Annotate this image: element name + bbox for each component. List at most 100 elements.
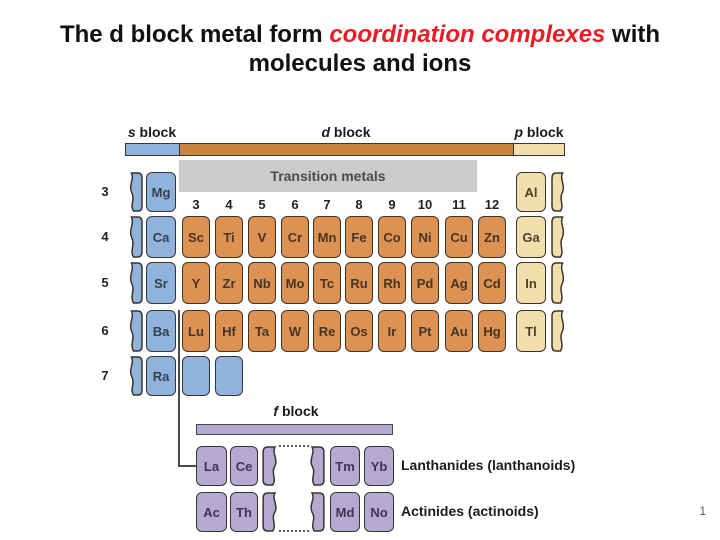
s-block-bar-segment xyxy=(126,144,179,155)
element-cell-yb: Yb xyxy=(364,446,394,486)
group-number-9: 9 xyxy=(388,197,396,212)
element-cell-zn: Zn xyxy=(478,216,506,258)
element-cell-sr: Sr xyxy=(146,262,176,304)
element-cell-ac: Ac xyxy=(196,492,227,532)
period7-empty-cell-2 xyxy=(215,356,243,396)
slide-title: The d block metal form coordination comp… xyxy=(0,20,720,79)
element-cell-cd: Cd xyxy=(478,262,506,304)
torn-cell-s-period-3 xyxy=(127,172,143,212)
element-cell-ga: Ga xyxy=(516,216,546,258)
p-block-label: p block xyxy=(514,124,564,140)
element-cell-ni: Ni xyxy=(411,216,439,258)
element-cell-fe: Fe xyxy=(345,216,373,258)
group-number-7: 7 xyxy=(323,197,331,212)
title-highlight: coordination complexes xyxy=(329,21,606,48)
lanthanides-caption: Lanthanides (lanthanoids) xyxy=(401,457,576,473)
page-number: 1 xyxy=(699,504,706,518)
torn-cell-s-period-6 xyxy=(127,310,143,352)
d-block-bar-segment xyxy=(179,144,514,155)
period-number-3: 3 xyxy=(101,184,109,199)
element-cell-zr: Zr xyxy=(215,262,243,304)
element-cell-ti: Ti xyxy=(215,216,243,258)
element-cell-ca: Ca xyxy=(146,216,176,258)
torn-cell-s-period-5 xyxy=(127,262,143,304)
torn-cell-p-period-4 xyxy=(551,216,567,258)
element-cell-pd: Pd xyxy=(411,262,439,304)
element-cell-hf: Hf xyxy=(215,310,243,352)
actinides-caption: Actinides (actinoids) xyxy=(401,503,539,519)
s-block-label: s block xyxy=(127,124,177,140)
element-cell-tc: Tc xyxy=(313,262,341,304)
element-cell-mo: Mo xyxy=(281,262,309,304)
p-block-bar-segment xyxy=(514,144,564,155)
group-number-11: 11 xyxy=(452,197,466,212)
element-cell-nb: Nb xyxy=(248,262,276,304)
element-cell-tm: Tm xyxy=(330,446,360,486)
period-number-5: 5 xyxy=(101,275,109,290)
element-cell-rh: Rh xyxy=(378,262,406,304)
element-cell-co: Co xyxy=(378,216,406,258)
element-cell-la: La xyxy=(196,446,227,486)
transition-metals-label: Transition metals xyxy=(270,168,386,184)
torn-cell-s-period-7 xyxy=(127,356,143,396)
element-cell-no: No xyxy=(364,492,394,532)
element-cell-ta: Ta xyxy=(248,310,276,352)
torn-cell-lanthanide-right xyxy=(307,446,325,486)
element-cell-ba: Ba xyxy=(146,310,176,352)
period-number-6: 6 xyxy=(101,323,109,338)
element-cell-hg: Hg xyxy=(478,310,506,352)
element-cell-ru: Ru xyxy=(345,262,373,304)
element-cell-tl: Tl xyxy=(516,310,546,352)
torn-cell-lanthanide-left xyxy=(262,446,280,486)
element-cell-ra: Ra xyxy=(146,356,176,396)
lanthanide-gap-dotted-line xyxy=(279,445,309,447)
element-cell-cr: Cr xyxy=(281,216,309,258)
actinide-gap-dotted-line xyxy=(279,530,309,532)
element-cell-pt: Pt xyxy=(411,310,439,352)
torn-cell-actinide-right xyxy=(307,492,325,532)
element-cell-md: Md xyxy=(330,492,360,532)
element-cell-v: V xyxy=(248,216,276,258)
element-cell-au: Au xyxy=(445,310,473,352)
torn-cell-actinide-left xyxy=(262,492,280,532)
period-number-7: 7 xyxy=(101,368,109,383)
element-cell-al: Al xyxy=(516,172,546,212)
torn-cell-s-period-4 xyxy=(127,216,143,258)
torn-cell-p-period-3 xyxy=(551,172,567,212)
title-prefix: The d block metal form xyxy=(59,21,330,48)
group-number-10: 10 xyxy=(417,197,433,212)
element-cell-ir: Ir xyxy=(378,310,406,352)
element-cell-in: In xyxy=(516,262,546,304)
torn-cell-p-period-5 xyxy=(551,262,567,304)
element-cell-re: Re xyxy=(313,310,341,352)
element-cell-y: Y xyxy=(182,262,210,304)
f-block-label: f block xyxy=(273,403,319,419)
group-number-5: 5 xyxy=(258,197,266,212)
transition-metals-band: Transition metals xyxy=(179,160,477,192)
element-cell-w: W xyxy=(281,310,309,352)
element-cell-lu: Lu xyxy=(182,310,210,352)
element-cell-os: Os xyxy=(345,310,373,352)
element-cell-sc: Sc xyxy=(182,216,210,258)
element-cell-cu: Cu xyxy=(445,216,473,258)
block-color-bar xyxy=(125,143,565,156)
title-line-2: molecules and ions xyxy=(248,50,472,78)
title-line-1: The d block metal form coordination comp… xyxy=(0,20,720,49)
element-cell-mg: Mg xyxy=(146,172,176,212)
torn-cell-p-period-6 xyxy=(551,310,567,352)
period-number-4: 4 xyxy=(101,229,109,244)
group-number-6: 6 xyxy=(291,197,299,212)
f-block-connector-line xyxy=(178,310,196,467)
element-cell-ce: Ce xyxy=(230,446,258,486)
group-number-12: 12 xyxy=(484,197,500,212)
element-cell-ag: Ag xyxy=(445,262,473,304)
f-block-bar xyxy=(196,424,393,435)
group-number-8: 8 xyxy=(355,197,363,212)
element-cell-mn: Mn xyxy=(313,216,341,258)
d-block-label: d block xyxy=(321,124,371,140)
element-cell-th: Th xyxy=(230,492,258,532)
period7-empty-cell-1 xyxy=(182,356,210,396)
group-number-3: 3 xyxy=(192,197,200,212)
